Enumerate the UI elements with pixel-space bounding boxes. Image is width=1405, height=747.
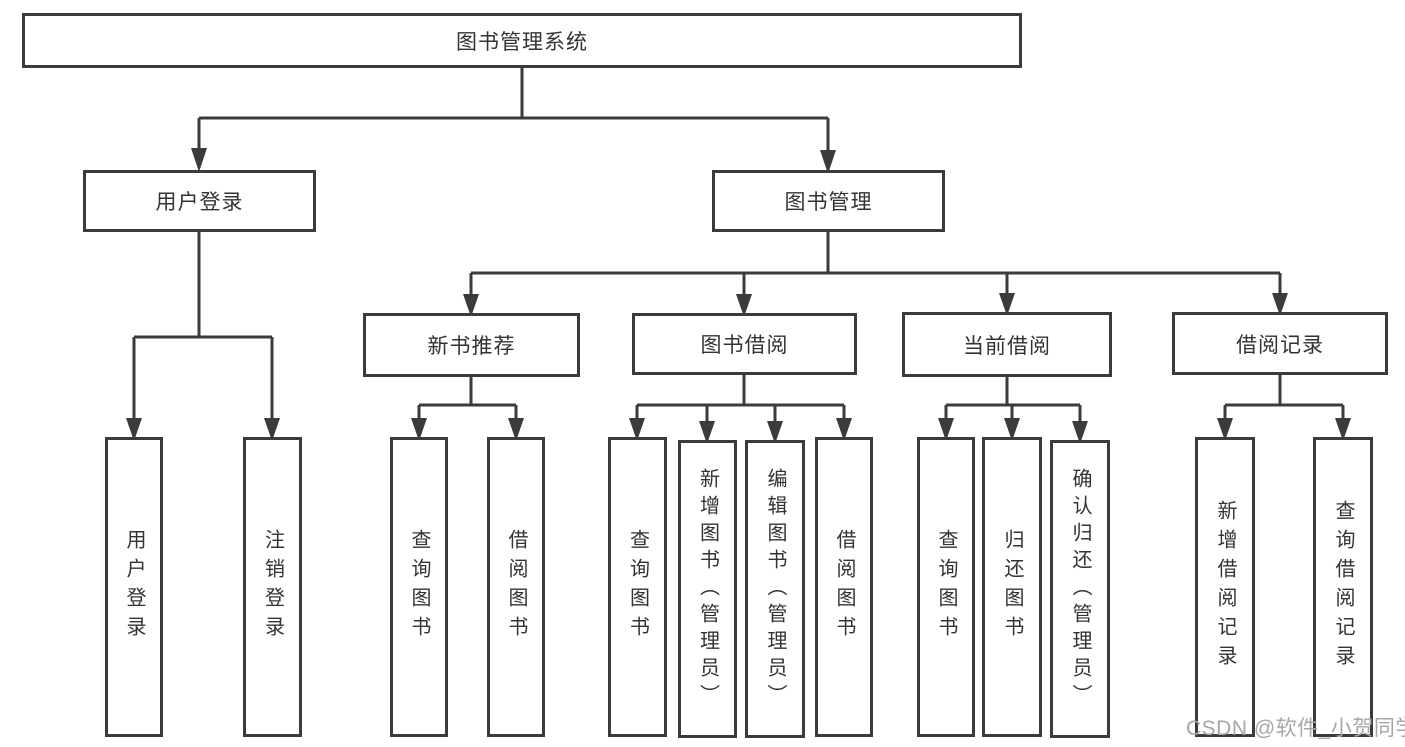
node-label: 图书管理 [784, 191, 873, 214]
leaf-add-books-admin: 新增图书（管理员） [678, 440, 737, 738]
leaf-query-books-current: 查询图书 [917, 437, 975, 737]
leaf-query-books-recommend: 查询图书 [390, 437, 448, 737]
node-label: 归还图书 [1001, 529, 1023, 645]
node-label: 确认归还（管理员） [1069, 467, 1091, 711]
node-label: 查询图书 [935, 529, 957, 645]
node-label: 新书推荐 [427, 335, 516, 358]
node-label: 借阅记录 [1236, 333, 1324, 357]
leaf-borrow-books-recommend: 借阅图书 [487, 437, 545, 737]
node-label: 查询图书 [626, 529, 649, 645]
leaf-confirm-return-admin: 确认归还（管理员） [1050, 440, 1110, 738]
node-label: 查询图书 [408, 529, 430, 645]
node-library-management-system: 图书管理系统 [22, 13, 1022, 68]
leaf-user-login: 用户登录 [105, 437, 163, 737]
node-label: 图书管理系统 [456, 30, 588, 54]
leaf-return-books: 归还图书 [982, 437, 1042, 737]
node-label: 注销登录 [261, 529, 284, 645]
leaf-borrow-books-borrowing: 借阅图书 [815, 437, 873, 737]
node-label: 图书借阅 [700, 334, 789, 357]
leaf-add-borrow-record: 新增借阅记录 [1195, 437, 1255, 737]
node-label: 用户登录 [155, 191, 244, 214]
leaf-edit-books-admin: 编辑图书（管理员） [745, 440, 805, 738]
csdn-watermark: CSDN @软件_小贺同学 [1186, 717, 1405, 740]
node-current-borrowing: 当前借阅 [902, 312, 1112, 377]
node-label: 新增借阅记录 [1214, 500, 1236, 674]
node-label: 查询借阅记录 [1332, 500, 1354, 674]
node-new-book-recommendation: 新书推荐 [363, 313, 580, 377]
node-user-login: 用户登录 [83, 170, 316, 232]
leaf-logout: 注销登录 [243, 437, 302, 737]
leaf-query-borrow-record: 查询借阅记录 [1313, 437, 1373, 737]
node-book-management: 图书管理 [712, 170, 945, 232]
node-label: 借阅图书 [833, 529, 855, 645]
node-label: 用户登录 [123, 529, 145, 645]
node-label: 当前借阅 [963, 334, 1051, 358]
node-label: 借阅图书 [505, 529, 527, 645]
arrowheads [126, 148, 1351, 444]
leaf-query-books-borrowing: 查询图书 [608, 437, 667, 737]
node-borrowing-records: 借阅记录 [1172, 312, 1388, 375]
node-book-borrowing: 图书借阅 [632, 313, 857, 375]
node-label: 编辑图书（管理员） [764, 467, 786, 711]
node-label: 新增图书（管理员） [696, 467, 719, 711]
